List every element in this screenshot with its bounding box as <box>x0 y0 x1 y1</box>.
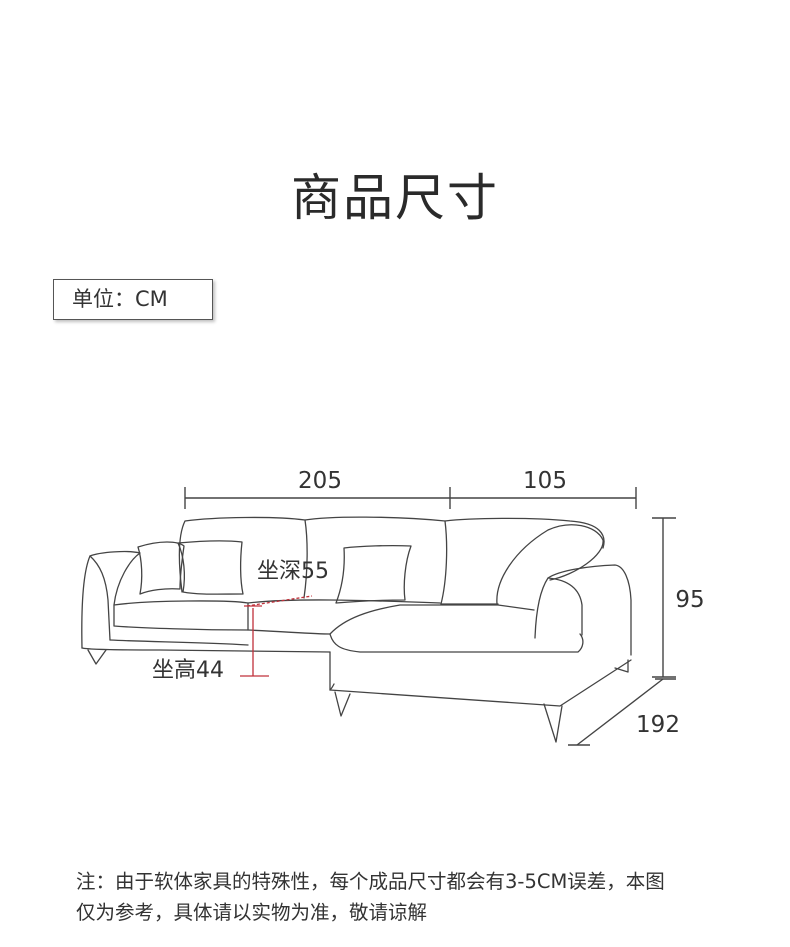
disclaimer-note: 注：由于软体家具的特殊性，每个成品尺寸都会有3-5CM误差，本图 仅为参考，具体… <box>76 866 756 928</box>
note-line-2: 仅为参考，具体请以实物为准，敬请谅解 <box>76 901 428 924</box>
dim-width-main: 205 <box>298 468 342 494</box>
dim-depth: 192 <box>636 712 680 738</box>
note-line-1: 注：由于软体家具的特殊性，每个成品尺寸都会有3-5CM误差，本图 <box>76 870 665 893</box>
unit-label: 单位：CM <box>72 287 168 311</box>
unit-label-box: 单位：CM <box>53 279 213 320</box>
width-dimension <box>184 487 637 509</box>
dim-height: 95 <box>675 587 704 613</box>
seat-depth-label: 坐深55 <box>257 559 329 584</box>
dim-width-chaise: 105 <box>523 468 567 494</box>
sofa-drawing <box>81 516 632 743</box>
page-title: 商品尺寸 <box>291 169 499 227</box>
seat-markers <box>240 595 313 677</box>
depth-dimension <box>568 678 676 746</box>
seat-height-label: 坐高44 <box>152 658 224 683</box>
height-dimension <box>652 517 676 678</box>
